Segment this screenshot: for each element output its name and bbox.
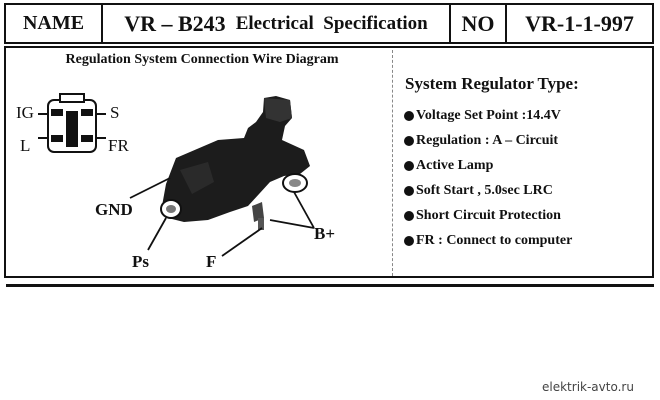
bullet-icon [404,235,414,246]
model-title: VR – B243 Electrical Specification [101,5,449,42]
spec-item: FR : Connect to computer [404,228,572,253]
regulator-image [160,96,310,230]
spec-item: Active Lamp [404,153,572,178]
section-divider [392,50,393,276]
spec-header: NAME VR – B243 Electrical Specification … [4,3,654,44]
callout-gnd: GND [95,200,133,219]
bullet-icon [404,160,414,171]
callout-f: F [206,252,217,271]
pin-label-ig: IG [16,103,34,122]
spec-title: System Regulator Type: [405,74,579,93]
bullet-icon [404,185,414,196]
bullet-icon [404,210,414,221]
callout-ps: Ps [132,252,149,271]
spec-item: Voltage Set Point :14.4V [404,103,572,128]
spec-list: Voltage Set Point :14.4V Regulation : A … [404,103,572,253]
spec-item: Regulation : A – Circuit [404,128,572,153]
callout-lines [129,177,315,257]
bottom-rule [6,284,654,287]
bullet-icon [404,110,414,121]
bullet-icon [404,135,414,146]
diagram-title: Regulation System Connection Wire Diagra… [65,52,339,67]
document-number: VR-1-1-997 [505,5,652,42]
document-title: Electrical Specification [235,12,428,34]
watermark: elektrik-avto.ru [542,380,634,394]
spec-body [4,46,654,278]
pin-label-fr: FR [108,136,129,155]
no-label: NO [449,5,505,42]
spec-item: Soft Start , 5.0sec LRC [404,178,572,203]
callout-b-plus: B+ [314,224,336,243]
model-number: VR – B243 [124,10,226,36]
spec-item: Short Circuit Protection [404,203,572,228]
pin-label-l: L [20,136,31,155]
connector-symbol [38,93,106,153]
name-label: NAME [22,12,85,34]
pin-label-s: S [110,103,120,122]
wire-diagram [38,93,315,257]
